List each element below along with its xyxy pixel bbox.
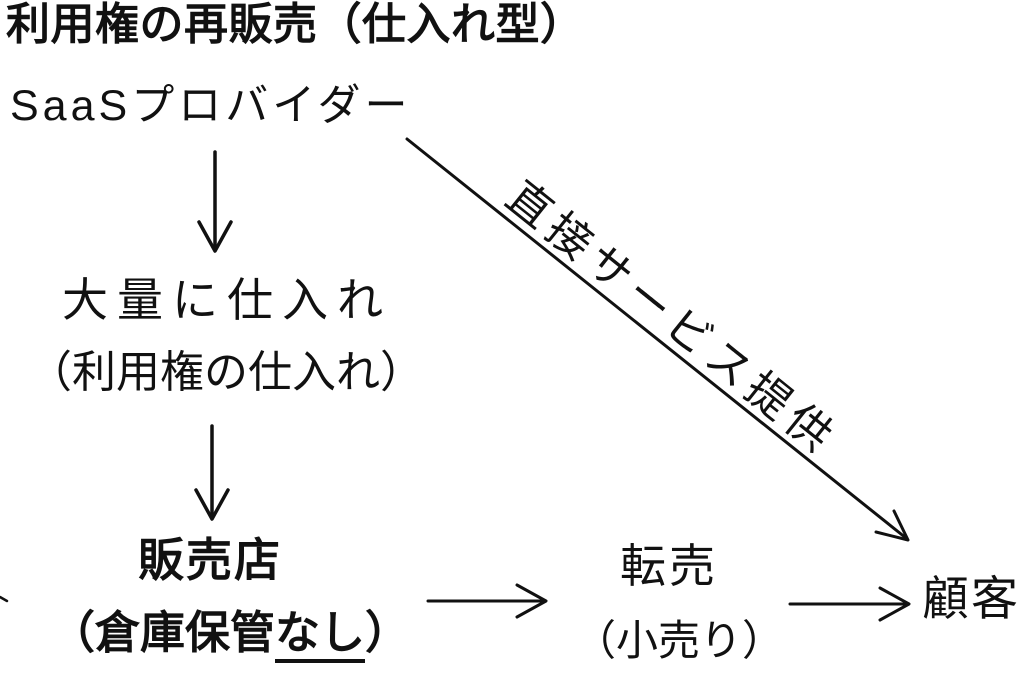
- node-resale: 転売: [620, 540, 718, 592]
- node-reseller-note: （倉庫保管なし）: [50, 607, 411, 663]
- arrow-direct-service-shaft: [405, 137, 908, 540]
- arrow-reseller-to-resale-head: [515, 583, 548, 619]
- arrow-direct-service-head: [874, 509, 910, 542]
- reseller-note-suffix: ）: [365, 607, 411, 658]
- arrow-provider-to-bulk-head: [197, 220, 233, 253]
- diagram-title: 利用権の再販売（仕入れ型）: [6, 0, 585, 49]
- reseller-note-underlined: なし: [275, 607, 366, 663]
- node-reseller: 販売店: [138, 534, 282, 586]
- node-bulk-purchase-note: （利用権の仕入れ）: [28, 348, 424, 397]
- node-customer: 顧客: [922, 572, 1020, 625]
- node-saas-provider: SaaSプロバイダー: [10, 82, 412, 130]
- node-bulk-purchase: 大量に仕入れ: [62, 274, 392, 326]
- arrow-bulk-to-reseller-head: [194, 488, 230, 521]
- node-resale-note: （小売り）: [574, 617, 785, 664]
- left-edge-artifact: [0, 595, 9, 603]
- arrow-resale-to-customer-head: [878, 586, 911, 622]
- reseller-note-prefix: （倉庫保管: [50, 607, 276, 658]
